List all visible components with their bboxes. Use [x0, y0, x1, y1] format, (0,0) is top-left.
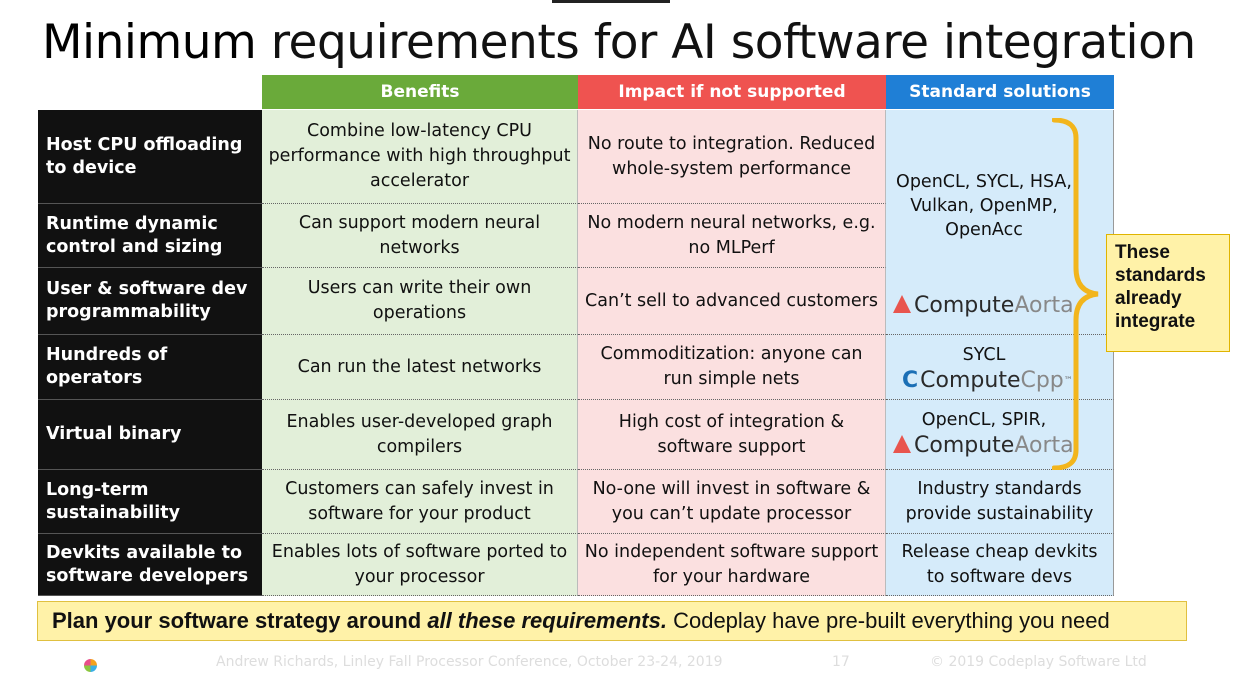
footer-copyright: © 2019 Codeplay Software Ltd [930, 654, 1147, 670]
standard-group-2-text: SYCL [962, 345, 1006, 365]
benefit-cell: Can run the latest networks [262, 335, 578, 400]
curly-brace-icon [1052, 118, 1099, 470]
impact-cell: No-one will invest in software & you can… [578, 470, 886, 534]
header-standard: Standard solutions [886, 75, 1114, 109]
codeplay-logo: codeplay® [84, 648, 195, 680]
header-impact: Impact if not supported [578, 75, 886, 109]
footer-credit: Andrew Richards, Linley Fall Processor C… [216, 654, 723, 670]
title-rest: requirements for AI software integration [256, 15, 1196, 70]
title-bold: Minimum [42, 15, 257, 70]
bottom-banner: Plan your software strategy around all t… [37, 601, 1187, 641]
impact-cell: No modern neural networks, e.g. no MLPer… [578, 204, 886, 268]
benefit-cell: Users can write their own operations [262, 268, 578, 335]
standard-group-3-text: OpenCL, SPIR, [921, 410, 1047, 430]
row-head: Host CPU offloading to device [38, 110, 262, 204]
benefit-cell: Customers can safely invest in software … [262, 470, 578, 534]
computeaorta-logo: ComputeAorta [893, 292, 1074, 320]
benefit-cell: Enables user-developed graph compilers [262, 400, 578, 470]
impact-cell: No route to integration. Reduced whole-s… [578, 110, 886, 204]
computecpp-c-icon: C [902, 368, 919, 393]
row-head: User & software dev programmability [38, 268, 262, 335]
computecpp-logo: CComputeCpp™ [902, 368, 1073, 393]
impact-cell: High cost of integration & software supp… [578, 400, 886, 470]
header-benefits: Benefits [262, 75, 578, 109]
benefit-cell: Enables lots of software ported to your … [262, 534, 578, 596]
page-number: 17 [832, 654, 850, 670]
standard-group-1-text: OpenCL, SYCL, HSA, Vulkan, OpenMP, OpenA… [896, 172, 1072, 240]
impact-cell: No independent software support for your… [578, 534, 886, 596]
standard-cell: Release cheap devkits to software devs [886, 534, 1114, 596]
footer: codeplay® Andrew Richards, Linley Fall P… [0, 648, 1239, 676]
benefit-cell: Combine low-latency CPU performance with… [262, 110, 578, 204]
callout-box: These standards already integrate [1106, 234, 1230, 352]
aorta-triangle-icon [893, 435, 911, 453]
codeplay-dot-icon [84, 658, 97, 672]
impact-cell: Can’t sell to advanced customers [578, 268, 886, 335]
aorta-triangle-icon [893, 295, 911, 313]
row-head: Runtime dynamic control and sizing [38, 204, 262, 268]
impact-cell: Commoditization: anyone can run simple n… [578, 335, 886, 400]
computeaorta-logo: ComputeAorta [893, 432, 1074, 460]
benefit-cell: Can support modern neural networks [262, 204, 578, 268]
row-head: Devkits available to software developers [38, 534, 262, 596]
slide-title: Minimum requirements for AI software int… [42, 12, 1212, 74]
top-accent-bar [552, 0, 670, 3]
row-head: Virtual binary [38, 400, 262, 470]
row-head: Hundreds of operators [38, 335, 262, 400]
standard-cell: Industry standards provide sustainabilit… [886, 470, 1114, 534]
row-head: Long-term sustainability [38, 470, 262, 534]
